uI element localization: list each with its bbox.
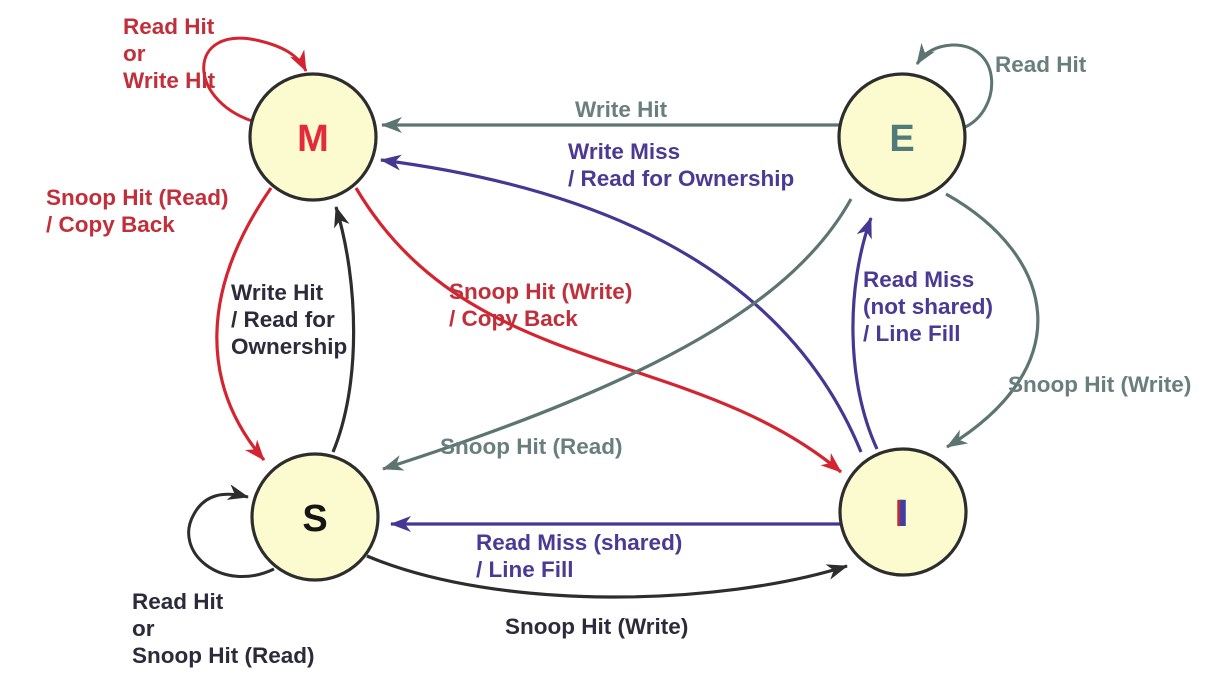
- transition-e-self-arrow: [915, 42, 994, 130]
- state-node-shared: [250, 452, 380, 582]
- transition-m-to-s-arrow: [215, 187, 273, 462]
- label-i-to-m: Write Miss / Read for Ownership: [568, 139, 795, 191]
- transition-i-to-e-arrow: [851, 217, 879, 450]
- label-i-to-s: Read Miss (shared) / Line Fill: [476, 530, 683, 582]
- transition-i-to-m-arrow: [380, 154, 863, 453]
- state-letter-s: S: [302, 498, 327, 540]
- label-m-to-i: Snoop Hit (Write) / Copy Back: [449, 279, 633, 331]
- state-letter-e: E: [889, 118, 914, 160]
- state-letter-i: I: [898, 493, 909, 535]
- transition-s-to-i-arrow: [366, 554, 848, 599]
- label-m-to-s: Snoop Hit (Read) / Copy Back: [46, 185, 229, 237]
- transition-s-to-m-arrow: [331, 206, 356, 453]
- transition-m-self-arrow: [202, 36, 308, 123]
- label-m-self: Read Hit or Write Hit: [123, 14, 216, 93]
- label-s-to-i: Snoop Hit (Write): [505, 614, 689, 639]
- transition-s-self-arrow: [187, 484, 275, 578]
- transition-e-to-s-arrow: [382, 198, 853, 471]
- state-node-invalid: [838, 447, 968, 577]
- label-e-to-i: Snoop Hit (Write): [1008, 372, 1192, 397]
- label-s-to-m: Write Hit / Read for Ownership: [231, 280, 348, 359]
- state-node-modified: [248, 72, 378, 202]
- label-i-to-e: Read Miss (not shared) / Line Fill: [863, 267, 994, 346]
- state-letter-i-shadow: I: [895, 493, 906, 535]
- transition-m-to-i-arrow: [354, 187, 843, 474]
- label-e-to-m: Write Hit: [575, 97, 668, 122]
- label-e-to-s: Snoop Hit (Read): [440, 434, 623, 459]
- label-s-self: Read Hit or Snoop Hit (Read): [132, 589, 315, 668]
- state-node-exclusive: [837, 72, 967, 202]
- transition-e-to-i-arrow: [945, 192, 1040, 449]
- label-e-self: Read Hit: [995, 52, 1087, 77]
- state-letter-m: M: [297, 118, 329, 160]
